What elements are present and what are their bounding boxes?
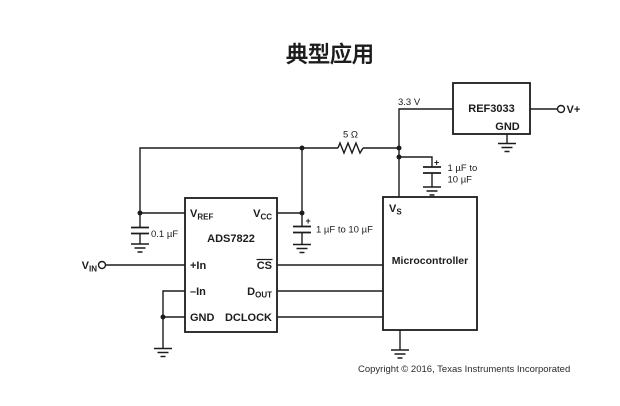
- ads7822-component: ADS7822 VREF VCC +In CS –In DOUT GND DCL…: [184, 197, 278, 333]
- wire-vs-cap-branch: [399, 156, 433, 167]
- page-title: 典型应用: [286, 42, 374, 68]
- pin-label-cs: CS: [257, 260, 272, 272]
- ground-symbol: [131, 243, 149, 253]
- ground-icon: [293, 243, 311, 254]
- ref3033-gnd-label: GND: [495, 121, 520, 133]
- wire-3v3-supply: [398, 108, 453, 197]
- junction-dot: [299, 145, 305, 151]
- ground-symbol: [293, 243, 311, 254]
- polarity-plus-sign: +: [306, 216, 311, 226]
- cap-vcc-value-label: 1 µF to 10 µF: [316, 225, 373, 236]
- vplus-label: V+: [567, 104, 581, 116]
- junction-dot: [160, 314, 166, 320]
- cap-vref: 0.1 µF: [131, 226, 178, 240]
- copyright-notice: Copyright © 2016, Texas Instruments Inco…: [358, 364, 570, 375]
- ref3033-component: REF3033 GND: [452, 82, 531, 135]
- resistor-value-label: 5 Ω: [343, 130, 358, 141]
- pin-label-plus-in: +In: [190, 260, 206, 272]
- ref3033-box: [452, 82, 531, 135]
- pin-label-vcc: VCC: [253, 208, 272, 222]
- ground-icon: [131, 243, 149, 253]
- cap-vcc: + 1 µF to 10 µF: [293, 216, 373, 236]
- ground-icon: [154, 347, 172, 358]
- resistor-5ohm: 5 Ω: [337, 130, 364, 155]
- ground-icon: [498, 142, 516, 153]
- cap-vs-value-label-line2: 10 µF: [448, 175, 473, 186]
- microcontroller-box: [382, 196, 478, 331]
- supply-voltage-label: 3.3 V: [398, 97, 421, 108]
- wires: [105, 108, 558, 350]
- wire-minusin-gnd: [162, 290, 185, 348]
- pin-label-gnd: GND: [190, 312, 215, 324]
- pin-label-dclock: DCLOCK: [225, 312, 272, 324]
- ads7822-name: ADS7822: [207, 233, 255, 245]
- pin-label-dout: DOUT: [247, 286, 272, 300]
- junction-dot: [396, 145, 402, 151]
- ground-symbol: [498, 142, 516, 153]
- ground-icon: [423, 186, 441, 196]
- junction-dot: [396, 154, 402, 160]
- junction-dot: [137, 210, 143, 216]
- open-circle-terminal-icon: [97, 260, 107, 270]
- ads7822-box: [184, 197, 278, 333]
- vplus-terminal: V+: [556, 104, 581, 116]
- ground-symbol: [154, 347, 172, 358]
- cap-vs: + 1 µF to 10 µF: [423, 158, 477, 186]
- cap-vs-value-label-line1: 1 µF to: [448, 163, 478, 174]
- wire-vref-feedback: [139, 147, 338, 214]
- vin-label: VIN: [82, 260, 98, 274]
- microcontroller-component: VS Microcontroller: [382, 196, 478, 331]
- vin-terminal: VIN: [82, 260, 107, 274]
- pin-label-vref: VREF: [190, 208, 213, 222]
- ground-symbol: [423, 186, 441, 196]
- pin-label-minus-in: –In: [190, 286, 206, 298]
- microcontroller-name: Microcontroller: [392, 255, 468, 267]
- ground-symbol: [391, 349, 409, 359]
- pin-label-vs: VS: [389, 203, 402, 217]
- polarity-plus-sign: +: [434, 158, 439, 168]
- ref3033-name: REF3033: [468, 103, 514, 115]
- junction-dot: [299, 210, 305, 216]
- ground-icon: [391, 349, 409, 359]
- open-circle-terminal-icon: [556, 104, 566, 114]
- resistor-symbol: [337, 141, 364, 155]
- cap-vref-value-label: 0.1 µF: [151, 229, 178, 240]
